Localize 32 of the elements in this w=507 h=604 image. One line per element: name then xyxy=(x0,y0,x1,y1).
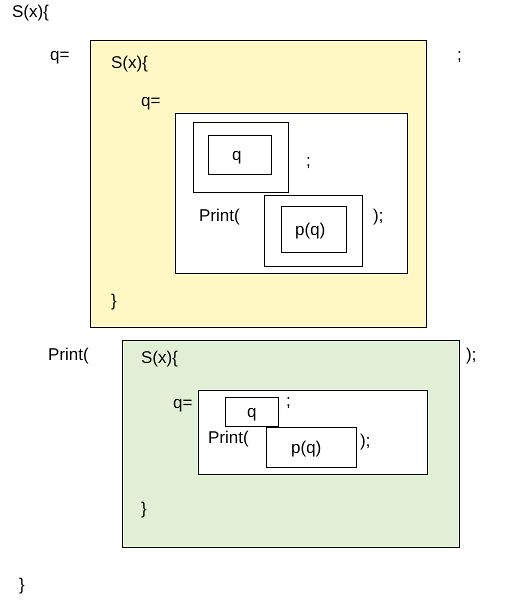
code-block-panel xyxy=(198,390,428,475)
code-box xyxy=(266,427,357,468)
code-block-panel xyxy=(175,113,408,274)
code-text: S(x){ xyxy=(111,53,148,73)
code-box xyxy=(193,122,289,193)
code-text: ; xyxy=(286,391,291,411)
code-text: q= xyxy=(141,91,160,111)
code-text: q= xyxy=(173,393,192,413)
code-block-panel xyxy=(122,340,460,548)
code-text: ); xyxy=(360,431,370,451)
code-text: } xyxy=(111,291,117,311)
code-text: } xyxy=(19,575,25,595)
code-text: } xyxy=(141,499,147,519)
code-text: p(q) xyxy=(291,438,322,458)
code-text: Print( xyxy=(208,428,249,448)
code-text: S(x){ xyxy=(12,2,49,22)
code-text: p(q) xyxy=(295,220,326,240)
code-text: q xyxy=(247,402,256,422)
code-text: ); xyxy=(466,345,476,365)
code-box xyxy=(208,135,272,175)
code-text: ); xyxy=(373,206,384,226)
code-text: q= xyxy=(50,45,70,65)
code-box xyxy=(264,195,363,267)
code-text: q xyxy=(232,145,242,165)
code-text: S(x){ xyxy=(141,348,178,368)
code-text: Print( xyxy=(199,206,240,226)
code-text: Print( xyxy=(48,345,89,365)
code-box xyxy=(225,397,279,427)
code-text: ; xyxy=(457,45,462,65)
code-block-panel xyxy=(90,40,427,328)
code-box xyxy=(281,206,347,253)
code-text: ; xyxy=(306,151,311,171)
